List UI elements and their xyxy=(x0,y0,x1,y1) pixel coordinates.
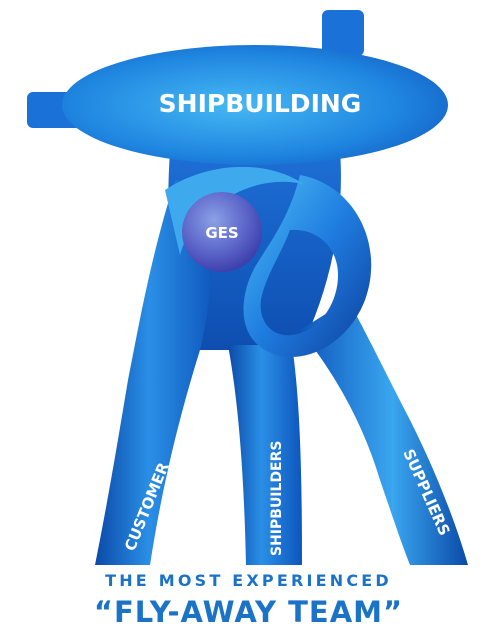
leg-customer xyxy=(95,180,215,565)
ring-shape xyxy=(243,175,372,357)
shipbuilding-label: SHIPBUILDING xyxy=(159,89,362,118)
tagline-line1: THE MOST EXPERIENCED xyxy=(105,571,392,590)
leg-shipbuilders xyxy=(228,345,302,565)
hull-chimney xyxy=(322,10,364,56)
ges-label: GES xyxy=(205,224,238,242)
shipbuilders-label: SHIPBUILDERS xyxy=(269,441,285,557)
tagline-line2: “FLY-AWAY TEAM” xyxy=(93,595,404,629)
ges-head xyxy=(182,192,262,272)
hull-oval xyxy=(62,45,448,165)
sweep-arm xyxy=(165,166,305,255)
leg-suppliers xyxy=(300,300,468,565)
